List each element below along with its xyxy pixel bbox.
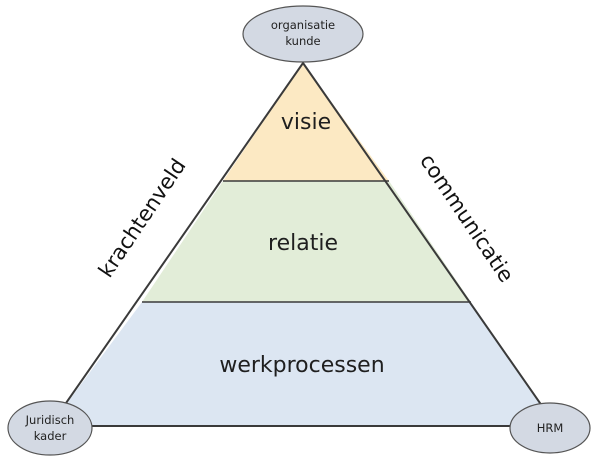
- node-hrm-label: HRM: [537, 421, 564, 435]
- node-juridisch-kader-line2: kader: [34, 429, 67, 443]
- node-hrm: HRM: [509, 402, 591, 454]
- layer-label-relatie: relatie: [268, 231, 338, 256]
- layer-relatie-shape: [142, 181, 471, 302]
- node-juridisch-kader-shape: [7, 400, 93, 456]
- node-organisatiekunde-shape: [242, 5, 364, 63]
- layer-label-werkprocessen: werkprocessen: [219, 353, 384, 378]
- pyramid-outline: [48, 61, 558, 427]
- node-juridisch-kader-line1: Juridisch: [25, 413, 75, 427]
- node-organisatiekunde: organisatie kunde: [242, 5, 364, 63]
- node-hrm-shape: [509, 402, 591, 454]
- layer-label-visie: visie: [281, 110, 331, 135]
- node-organisatiekunde-line2: kunde: [285, 34, 320, 48]
- layer-visie-shape: [223, 63, 389, 181]
- node-juridisch-kader: Juridisch kader: [7, 400, 93, 456]
- layer-werkprocessen-shape: [50, 302, 556, 426]
- node-organisatiekunde-line1: organisatie: [271, 18, 335, 32]
